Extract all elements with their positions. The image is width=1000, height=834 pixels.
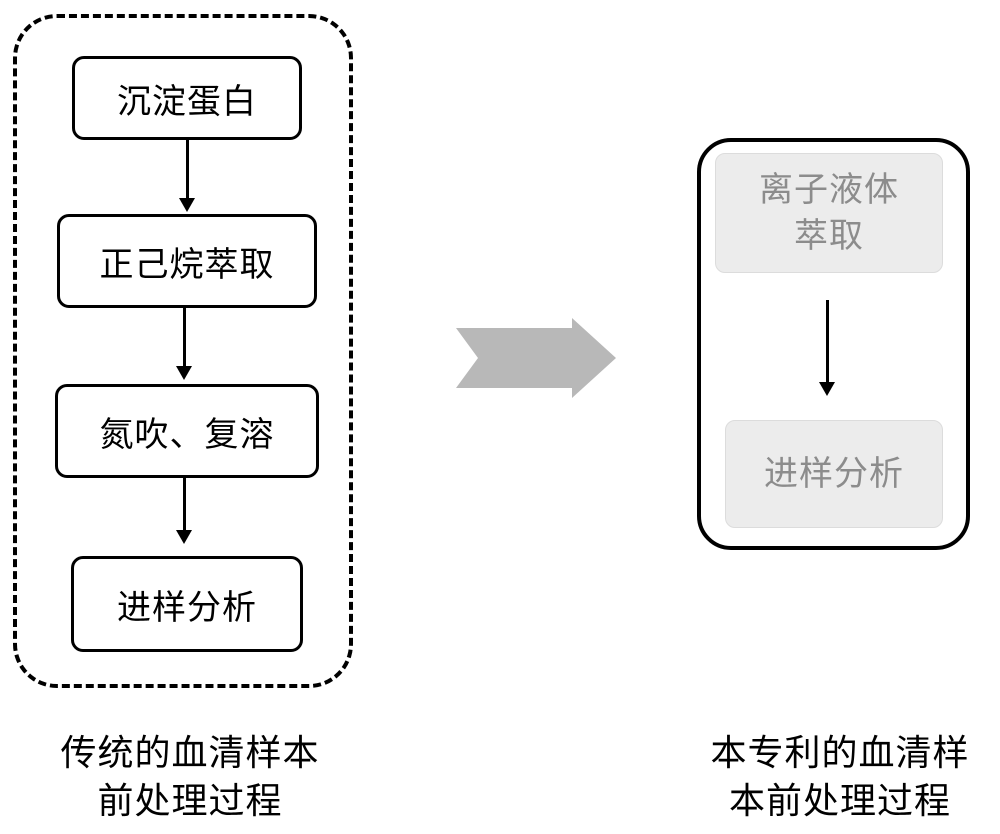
step-ionic-liquid-extraction: 离子液体 萃取 (715, 153, 943, 273)
step-label: 进样分析 (764, 454, 904, 494)
step-precipitate-protein: 沉淀蛋白 (72, 56, 302, 140)
step-injection-analysis: 进样分析 (71, 556, 303, 652)
traditional-caption: 传统的血清样本 前处理过程 (20, 730, 360, 826)
transition-arrow-icon (456, 318, 616, 398)
step-label: 沉淀蛋白 (117, 81, 257, 122)
step-label: 进样分析 (117, 587, 257, 628)
step-label: 氮吹、复溶 (99, 414, 275, 455)
step-injection-analysis: 进样分析 (725, 420, 943, 528)
caption-line: 传统的血清样本 (60, 733, 320, 774)
patent-process-group (697, 138, 970, 550)
traditional-process-group (13, 14, 353, 688)
caption-line: 前处理过程 (97, 781, 283, 822)
step-label: 离子液体 (759, 170, 899, 210)
step-hexane-extraction: 正己烷萃取 (57, 214, 317, 308)
caption-line: 本专利的血清样 (710, 733, 970, 774)
step-label: 萃取 (794, 216, 864, 256)
step-nitrogen-blow-redissolve: 氮吹、复溶 (55, 384, 319, 478)
step-label: 正己烷萃取 (99, 244, 275, 285)
transition-arrow-shape (456, 318, 616, 398)
caption-line: 本前处理过程 (728, 781, 951, 822)
patent-caption: 本专利的血清样 本前处理过程 (690, 730, 990, 826)
